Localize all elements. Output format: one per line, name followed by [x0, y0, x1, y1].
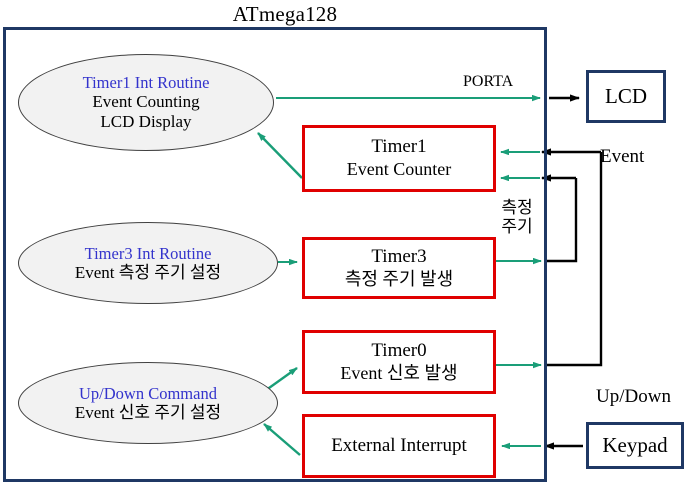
routine-line-1: Event Counting	[92, 92, 200, 112]
block-line-1: Timer0	[371, 339, 427, 361]
hardware-block-external-interrupt[interactable]: External Interrupt	[302, 414, 496, 478]
block-line-2: Event 신호 발생	[340, 362, 458, 383]
routine-line-1: Event 측정 주기 설정	[74, 262, 222, 282]
peripheral-label: Keypad	[602, 433, 668, 457]
block-line-1: Timer3	[371, 245, 427, 267]
peripheral-label: LCD	[605, 84, 647, 108]
signal-label-event: Event	[600, 146, 645, 167]
hardware-block-timer1[interactable]: Timer1 Event Counter	[302, 125, 496, 192]
block-line-1: Timer1	[371, 136, 427, 158]
block-line-1: External Interrupt	[331, 434, 467, 456]
routine-title: Timer1 Int Routine	[82, 73, 210, 93]
block-line-2: 측정 주기 발생	[344, 268, 454, 289]
measure-period-line-2: 주기	[501, 217, 533, 237]
signal-label-porta: PORTA	[463, 73, 514, 90]
routine-title: Up/Down Command	[79, 383, 217, 403]
routine-title: Timer3 Int Routine	[84, 243, 212, 263]
mcu-boundary	[3, 27, 547, 482]
signal-label-updown: Up/Down	[596, 386, 671, 407]
signal-label-measure-period: 측정 주기	[494, 198, 540, 236]
routine-line-2: LCD Display	[100, 112, 192, 132]
block-line-2: Event Counter	[346, 159, 452, 180]
routine-timer3-int-routine[interactable]: Timer3 Int Routine Event 측정 주기 설정	[18, 222, 278, 304]
wire-timer0-feedback-loop	[547, 152, 603, 367]
peripheral-keypad[interactable]: Keypad	[586, 422, 684, 469]
wire-timer3-feedback-loop	[547, 178, 578, 263]
routine-timer1-int-routine[interactable]: Timer1 Int Routine Event Counting LCD Di…	[18, 54, 274, 151]
routine-updown-command[interactable]: Up/Down Command Event 신호 주기 설정	[18, 362, 278, 444]
routine-line-1: Event 신호 주기 설정	[74, 402, 222, 422]
diagram-title: ATmega128	[232, 2, 338, 26]
hardware-block-timer3[interactable]: Timer3 측정 주기 발생	[302, 237, 496, 299]
measure-period-line-1: 측정	[501, 198, 533, 217]
peripheral-lcd[interactable]: LCD	[586, 70, 666, 123]
hardware-block-timer0[interactable]: Timer0 Event 신호 발생	[302, 330, 496, 394]
